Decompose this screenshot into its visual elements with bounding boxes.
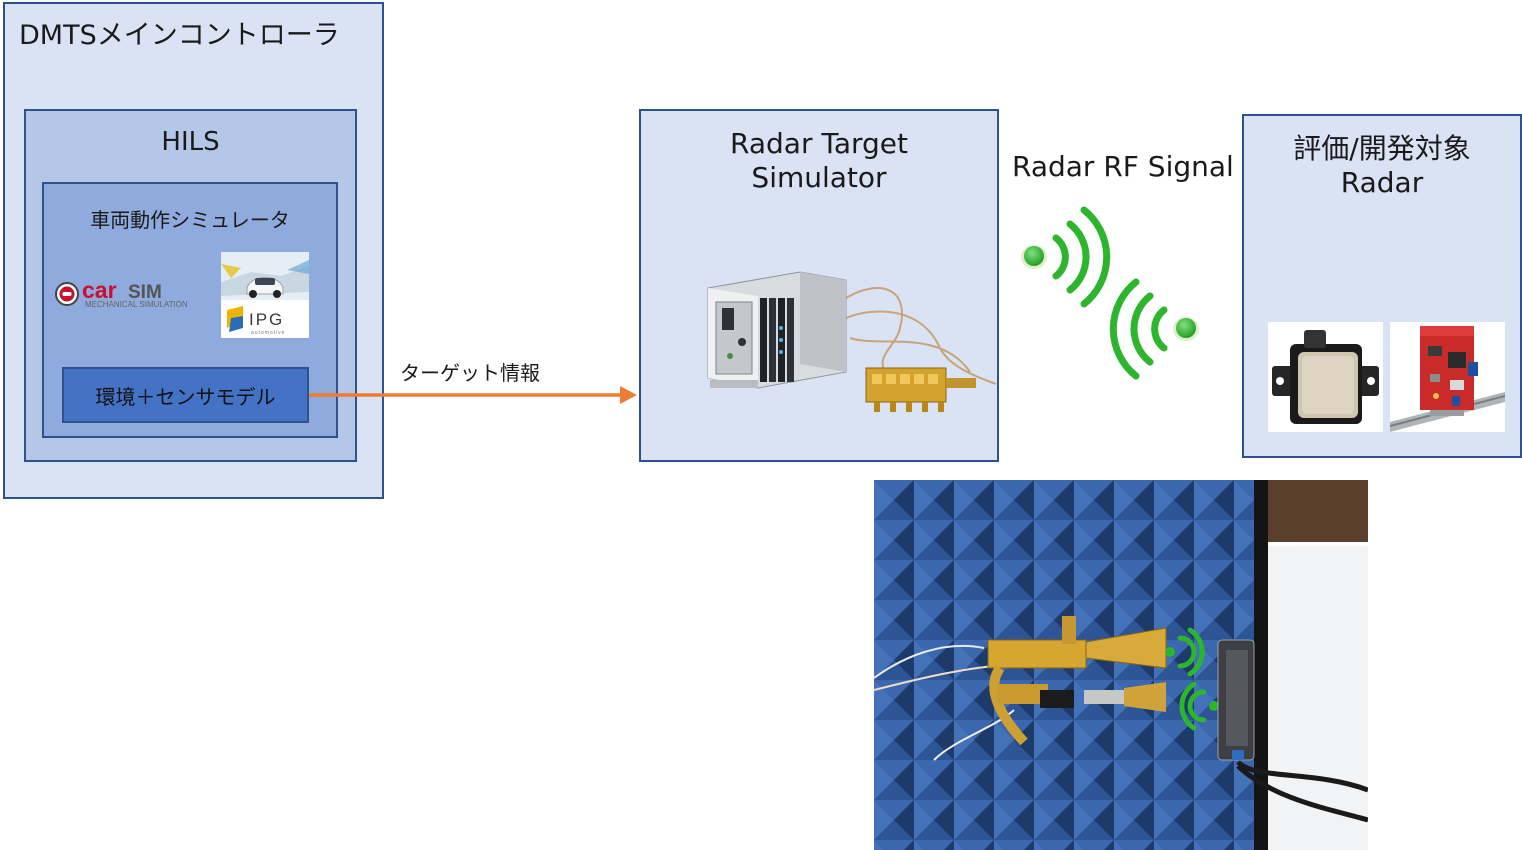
rf-signal-wave-icon-returning — [1109, 278, 1199, 380]
radar-under-test-title: 評価/開発対象 Radar — [1244, 132, 1520, 199]
carsim-logo: car SIM MECHANICAL SIMULATION — [55, 277, 188, 309]
pxi-chassis-photo — [700, 268, 1002, 430]
radar-title-line-1: 評価/開発対象 — [1293, 132, 1471, 165]
hils-title: HILS — [161, 127, 220, 157]
radar-target-simulator-title: Radar Target Simulator — [641, 127, 997, 194]
ipg-automotive-logo-image: IPG automotive — [221, 252, 309, 338]
env-sensor-model-label: 環境＋センサモデル — [95, 384, 276, 409]
carsim-tagline: MECHANICAL SIMULATION — [85, 300, 188, 309]
radar-eval-board-photo — [1390, 322, 1505, 432]
carsim-brand-suffix: SIM — [128, 282, 162, 303]
radar-rf-signal-label: Radar RF Signal — [1012, 150, 1234, 183]
anechoic-chamber-photo — [874, 480, 1368, 850]
main-controller-title: DMTSメインコントローラ — [19, 20, 340, 51]
radar-title-line-2: Radar — [1340, 165, 1424, 199]
env-sensor-model-box: 環境＋センサモデル — [62, 367, 309, 423]
radar-module-photo — [1268, 322, 1383, 432]
carsim-brand: car — [82, 277, 117, 303]
ipg-brand: IPG — [249, 310, 284, 329]
target-info-label: ターゲット情報 — [400, 361, 540, 385]
rts-title-line-2: Simulator — [751, 160, 887, 194]
ipg-tagline: automotive — [251, 330, 285, 336]
rf-signal-wave-icon-outgoing — [1021, 206, 1111, 308]
vehicle-simulator-title: 車両動作シミュレータ — [90, 208, 290, 232]
rts-title-line-1: Radar Target — [730, 127, 908, 160]
